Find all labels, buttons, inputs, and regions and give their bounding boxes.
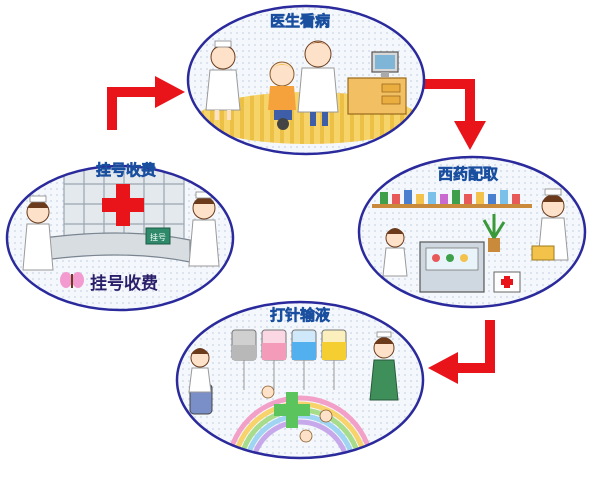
arrow-doctor-to-pharmacy — [424, 79, 486, 150]
iv-bag-icon — [291, 329, 317, 390]
counter-plate: 挂号 — [150, 232, 166, 242]
red-cross-icon — [274, 392, 310, 428]
red-cross-icon — [102, 184, 144, 226]
medicine-shelf-icon — [372, 190, 532, 208]
step-doctor: 医生看病 — [186, 4, 426, 156]
nurse-icon — [369, 331, 399, 401]
iv-bag-icon — [321, 329, 347, 390]
iv-bag-icon — [231, 329, 257, 390]
register-sign-text: 挂号收费 — [90, 273, 158, 294]
patient-child-icon — [268, 61, 296, 130]
nurse-icon — [205, 40, 241, 120]
arrow-register-to-doctor — [107, 76, 185, 130]
nurse-icon — [188, 348, 212, 393]
nurse-icon — [22, 195, 54, 271]
nurse-icon — [531, 188, 569, 261]
nurse-icon — [382, 228, 408, 277]
red-cross-icon — [493, 271, 521, 293]
computer-icon — [371, 51, 399, 77]
step-title-register: 挂号收费 — [96, 161, 156, 179]
step-register: 挂号 挂号收费 挂号收费 — [5, 161, 235, 312]
step-title-doctor: 医生看病 — [270, 12, 330, 30]
step-infusion: 打针输液 — [175, 300, 425, 460]
step-title-pharmacy: 西药配取 — [438, 165, 499, 183]
step-title-infusion: 打针输液 — [270, 306, 331, 324]
butterfly-icon — [60, 272, 84, 288]
arrow-pharmacy-to-infusion — [428, 320, 495, 384]
nurse-icon — [188, 191, 220, 267]
iv-bag-icon — [261, 329, 287, 390]
doctor-icon — [297, 40, 339, 126]
step-pharmacy: 西药配取 — [357, 155, 587, 309]
